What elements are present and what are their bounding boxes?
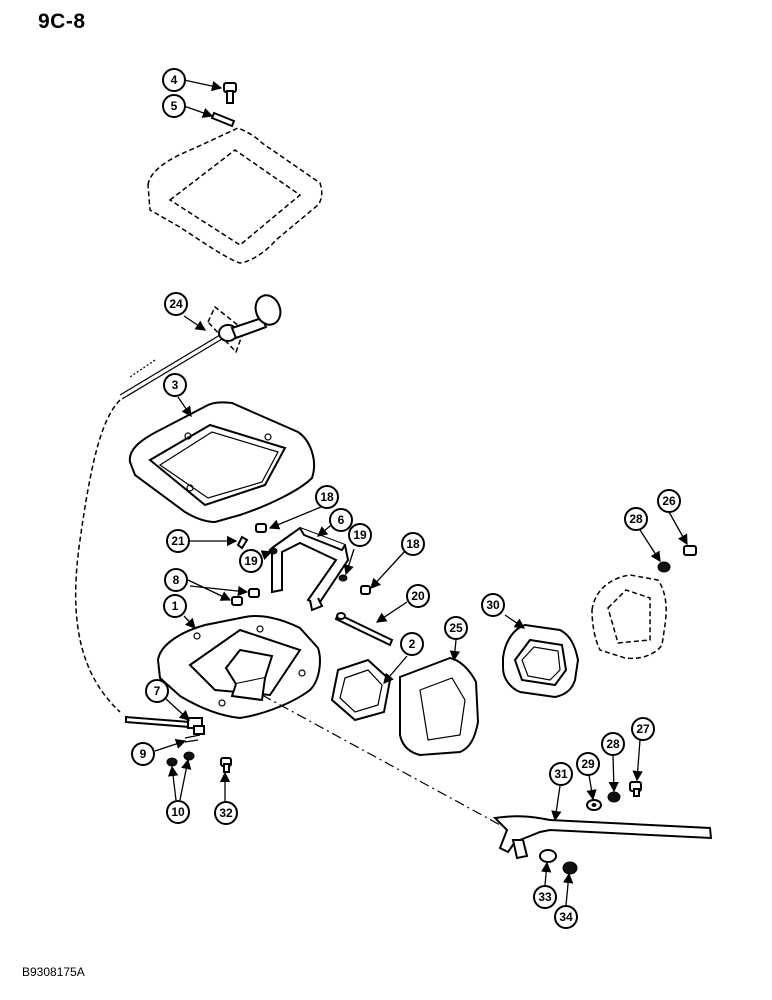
- leader-lines: [154, 79, 688, 906]
- callout-9: 9: [131, 742, 155, 766]
- callout-20: 20: [406, 584, 430, 608]
- callout-28-lower: 28: [601, 732, 625, 756]
- svg-text:28: 28: [606, 737, 620, 751]
- boot-plate-part-3: [128, 401, 316, 524]
- svg-text:18: 18: [406, 537, 420, 551]
- callout-18-upper: 18: [315, 485, 339, 509]
- callout-2: 2: [400, 632, 424, 656]
- callout-21: 21: [166, 529, 190, 553]
- boot-part-30: [502, 623, 580, 699]
- callout-29: 29: [576, 752, 600, 776]
- bolt-part-4: [223, 82, 237, 104]
- bolt-part-26: [683, 545, 697, 556]
- callout-34: 34: [554, 905, 578, 929]
- pin-part-7: [125, 715, 205, 735]
- nut-part-34: [562, 861, 578, 875]
- svg-text:29: 29: [581, 757, 595, 771]
- svg-text:6: 6: [338, 513, 345, 527]
- lever-part-31: [492, 815, 713, 860]
- callout-31: 31: [549, 762, 573, 786]
- svg-text:28: 28: [629, 512, 643, 526]
- svg-text:8: 8: [173, 573, 180, 587]
- bracket-part-6: [271, 526, 350, 612]
- seal-part-25: [399, 656, 480, 757]
- washer-part-33: [539, 849, 557, 863]
- callout-5: 5: [162, 94, 186, 118]
- boot-part-2: [330, 658, 392, 722]
- svg-text:3: 3: [172, 378, 179, 392]
- callout-3: 3: [163, 373, 187, 397]
- svg-text:32: 32: [219, 806, 233, 820]
- svg-text:21: 21: [171, 534, 185, 548]
- svg-text:2: 2: [409, 637, 416, 651]
- svg-text:20: 20: [411, 589, 425, 603]
- callout-27: 27: [631, 717, 655, 741]
- callout-8: 8: [164, 568, 188, 592]
- svg-text:19: 19: [353, 528, 367, 542]
- callout-33: 33: [533, 885, 557, 909]
- svg-text:10: 10: [171, 805, 185, 819]
- callout-26: 26: [657, 489, 681, 513]
- alignment-line: [261, 694, 503, 827]
- callout-30: 30: [481, 593, 505, 617]
- svg-text:1: 1: [172, 599, 179, 613]
- shift-plate-part-1: [156, 615, 321, 720]
- callout-19-right: 19: [348, 523, 372, 547]
- callout-7: 7: [145, 679, 169, 703]
- callout-4: 4: [162, 68, 186, 92]
- bolt-part-27: [629, 781, 642, 797]
- svg-text:19: 19: [244, 554, 258, 568]
- seat-outline: [147, 127, 323, 264]
- throttle-cable-part-24: [74, 294, 282, 713]
- washer-part-19-left: [268, 547, 278, 555]
- svg-text:24: 24: [169, 297, 183, 311]
- callout-24: 24: [164, 292, 188, 316]
- washer-part-29: [586, 799, 602, 811]
- page-number: 9C-8: [38, 10, 86, 33]
- svg-text:4: 4: [171, 73, 178, 87]
- callout-1: 1: [163, 594, 187, 618]
- svg-text:27: 27: [636, 722, 650, 736]
- callout-19-left: 19: [239, 549, 263, 573]
- washer-part-28-lower: [607, 791, 621, 803]
- callout-28-upper: 28: [624, 507, 648, 531]
- washer-part-19-right: [338, 574, 348, 582]
- screw-part-18-upper: [255, 523, 267, 533]
- svg-text:18: 18: [320, 490, 334, 504]
- svg-text:9: 9: [140, 747, 147, 761]
- bolt-part-32: [220, 757, 232, 773]
- cotter-pin-part-21: [236, 535, 249, 550]
- clip-part-9: [184, 734, 201, 743]
- washer-part-28-upper: [657, 561, 671, 573]
- svg-text:7: 7: [154, 684, 161, 698]
- svg-text:5: 5: [171, 99, 178, 113]
- svg-text:25: 25: [449, 621, 463, 635]
- callout-6: 6: [329, 508, 353, 532]
- svg-text:34: 34: [559, 910, 573, 924]
- svg-text:31: 31: [554, 767, 568, 781]
- floor-plate-outline: [591, 574, 667, 660]
- bolt-part-8: [231, 588, 260, 606]
- screw-part-18-lower: [360, 585, 371, 595]
- pin-part-5: [210, 111, 236, 128]
- svg-text:26: 26: [662, 494, 676, 508]
- callout-10: 10: [166, 800, 190, 824]
- callout-18-lower: 18: [401, 532, 425, 556]
- callout-32: 32: [214, 801, 238, 825]
- svg-text:30: 30: [486, 598, 500, 612]
- document-code: B9308175A: [22, 965, 85, 979]
- callout-25: 25: [444, 616, 468, 640]
- svg-text:33: 33: [538, 890, 552, 904]
- rod-part-20: [334, 612, 394, 647]
- nut-part-10: [166, 751, 195, 767]
